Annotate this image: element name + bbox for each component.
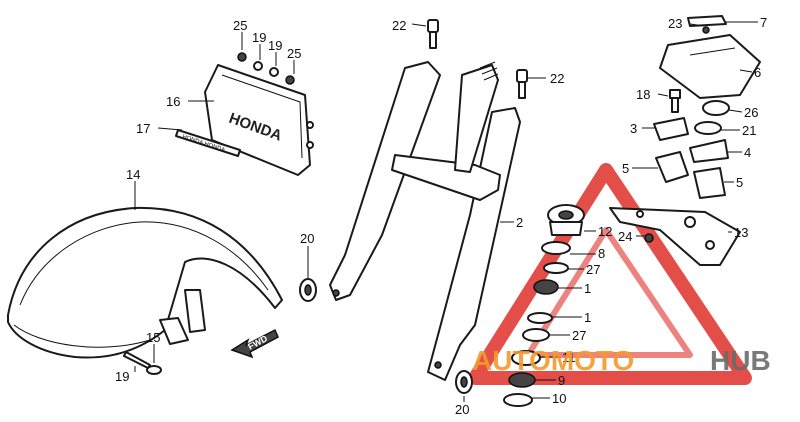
callout-1a: 1	[584, 281, 591, 296]
callout-22a: 22	[392, 18, 406, 33]
bolts-22	[427, 19, 528, 99]
callout-14: 14	[126, 167, 140, 182]
callout-21: 21	[742, 123, 756, 138]
callout-9: 9	[558, 373, 565, 388]
forward-arrow: FWD	[230, 328, 279, 359]
callout-22b: 22	[550, 71, 564, 86]
leader-lines	[134, 21, 758, 402]
bolt-18	[669, 89, 681, 113]
callout-6: 6	[754, 65, 761, 80]
rubber-parts	[694, 100, 730, 135]
handlebar-holder-top	[659, 15, 761, 99]
callout-7: 7	[760, 15, 767, 30]
callout-19b: 19	[268, 38, 282, 53]
callout-16: 16	[166, 94, 180, 109]
front-fender	[7, 206, 283, 359]
callout-11: 11	[562, 350, 576, 365]
callout-20b: 20	[455, 402, 469, 417]
callout-19a: 19	[252, 30, 266, 45]
bolt-23	[702, 26, 710, 34]
watermark-logo	[468, 163, 752, 385]
callout-labels: 25 19 19 25 16 17 14 20 15 19 22 22 2 12…	[115, 15, 767, 417]
bearing-stack	[503, 204, 585, 407]
callout-23: 23	[668, 16, 682, 31]
callout-8: 8	[598, 246, 605, 261]
emblem-fasteners	[237, 52, 295, 85]
washer-left	[299, 278, 317, 302]
callout-13: 13	[734, 225, 748, 240]
callout-27b: 27	[572, 328, 586, 343]
washer-bottom	[455, 370, 473, 394]
callout-25b: 25	[287, 46, 301, 61]
callout-15: 15	[146, 330, 160, 345]
callout-19c: 19	[115, 369, 129, 384]
callout-24: 24	[618, 229, 632, 244]
callout-12: 12	[598, 224, 612, 239]
watermark-text: AUTOMOTO HUB	[472, 345, 771, 376]
callout-1b: 1	[584, 310, 591, 325]
callout-27a: 27	[586, 262, 600, 277]
watermark-brand-part2: HUB	[710, 345, 771, 376]
callout-4: 4	[744, 145, 751, 160]
callout-25a: 25	[233, 18, 247, 33]
fender-bolt	[123, 351, 162, 375]
nut-24	[644, 233, 654, 243]
callout-2: 2	[516, 215, 523, 230]
handlebar-holders	[653, 117, 729, 199]
callout-18: 18	[636, 87, 650, 102]
callout-26: 26	[744, 105, 758, 120]
callout-10: 10	[552, 391, 566, 406]
emblem-plate: HONDA	[204, 64, 314, 176]
callout-5b: 5	[736, 175, 743, 190]
top-bridge	[609, 207, 741, 266]
callout-5a: 5	[622, 161, 629, 176]
callout-3: 3	[630, 121, 637, 136]
callout-17: 17	[136, 121, 150, 136]
callout-20a: 20	[300, 231, 314, 246]
watermark-brand-part1: AUTOMOTO	[472, 345, 634, 376]
fork-assembly	[329, 61, 521, 381]
